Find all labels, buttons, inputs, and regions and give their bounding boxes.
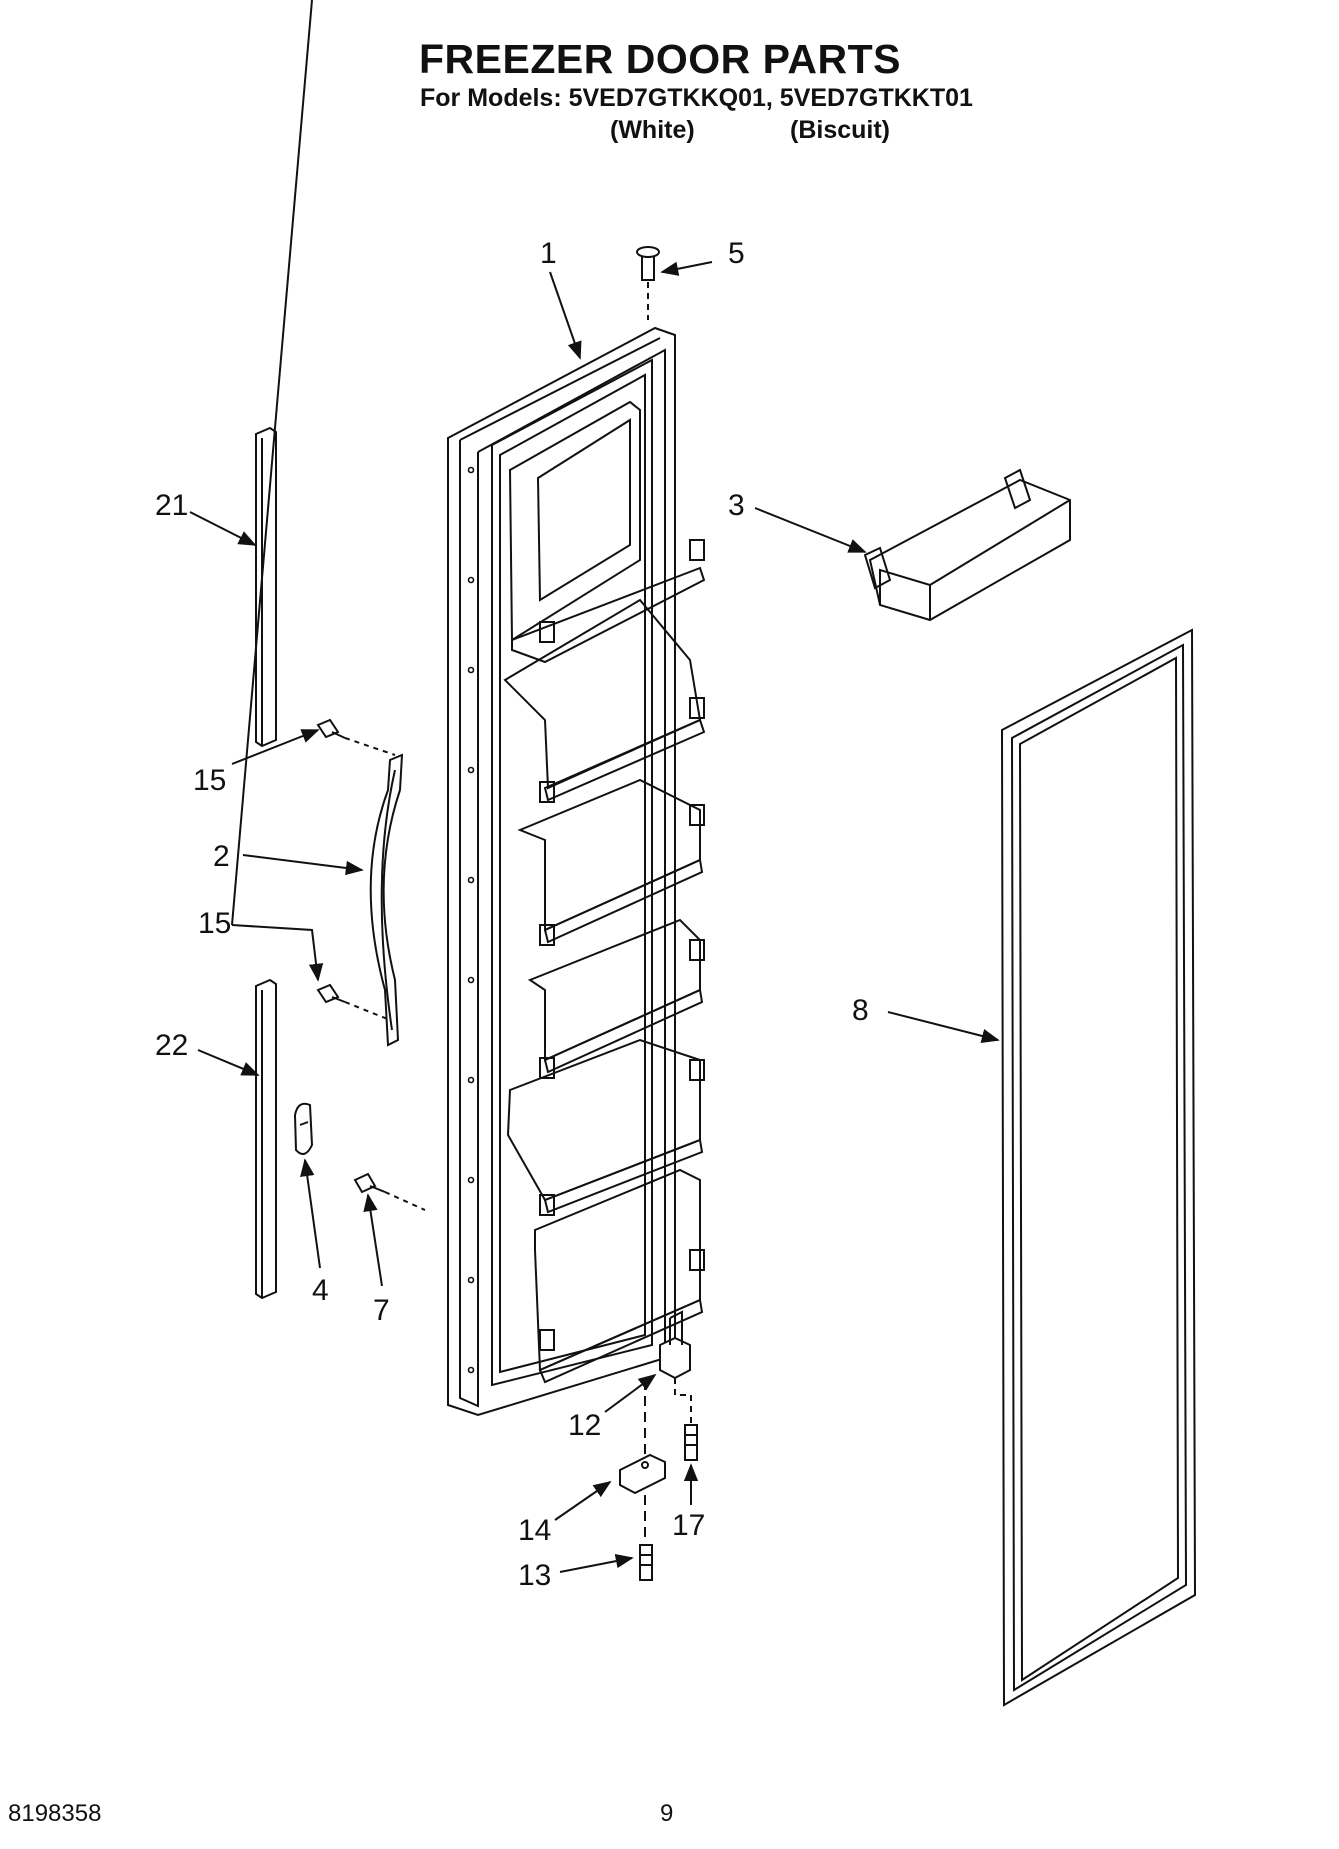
callout-21: 21 xyxy=(155,489,188,522)
models-line: For Models: 5VED7GTKKQ01, 5VED7GTKKT01 xyxy=(420,84,973,112)
callout-22: 22 xyxy=(155,1029,188,1062)
page-title: FREEZER DOOR PARTS xyxy=(418,36,902,82)
top-plug-part xyxy=(636,246,660,320)
leader-lines xyxy=(189,0,1000,1573)
screw-15-lower-part xyxy=(316,983,391,1021)
callout-5: 5 xyxy=(728,237,745,270)
trim-strip-21-part xyxy=(255,426,277,748)
clip-4-part xyxy=(293,1102,314,1155)
page-number: 9 xyxy=(660,1800,674,1827)
callout-8: 8 xyxy=(852,994,869,1027)
callout-3: 3 xyxy=(728,489,745,522)
bracket-part xyxy=(863,468,1071,622)
hinge-pin-12-part xyxy=(659,1310,691,1396)
screw-13-part xyxy=(639,1544,653,1581)
callout-15-lower: 15 xyxy=(198,907,231,940)
callout-14: 14 xyxy=(518,1514,551,1547)
callout-7: 7 xyxy=(373,1294,390,1327)
door-gasket-part xyxy=(1000,628,1197,1707)
screw-17-part xyxy=(684,1395,698,1461)
variant-white: (White) xyxy=(610,116,695,144)
door-handle-part xyxy=(369,753,404,1047)
door-panel-part xyxy=(447,326,706,1417)
hinge-block-14-part xyxy=(619,1380,666,1540)
callout-2: 2 xyxy=(213,840,230,873)
callout-15-upper: 15 xyxy=(193,764,226,797)
callout-4: 4 xyxy=(312,1274,329,1307)
trim-strip-22-part xyxy=(255,978,277,1300)
callout-17: 17 xyxy=(672,1509,705,1542)
screw-15-upper-part xyxy=(316,718,396,756)
variant-biscuit: (Biscuit) xyxy=(790,116,890,144)
callout-13: 13 xyxy=(518,1559,551,1592)
callout-12: 12 xyxy=(568,1409,601,1442)
screw-7-part xyxy=(353,1172,426,1211)
document-number: 8198358 xyxy=(8,1800,102,1827)
callout-1: 1 xyxy=(540,237,557,270)
